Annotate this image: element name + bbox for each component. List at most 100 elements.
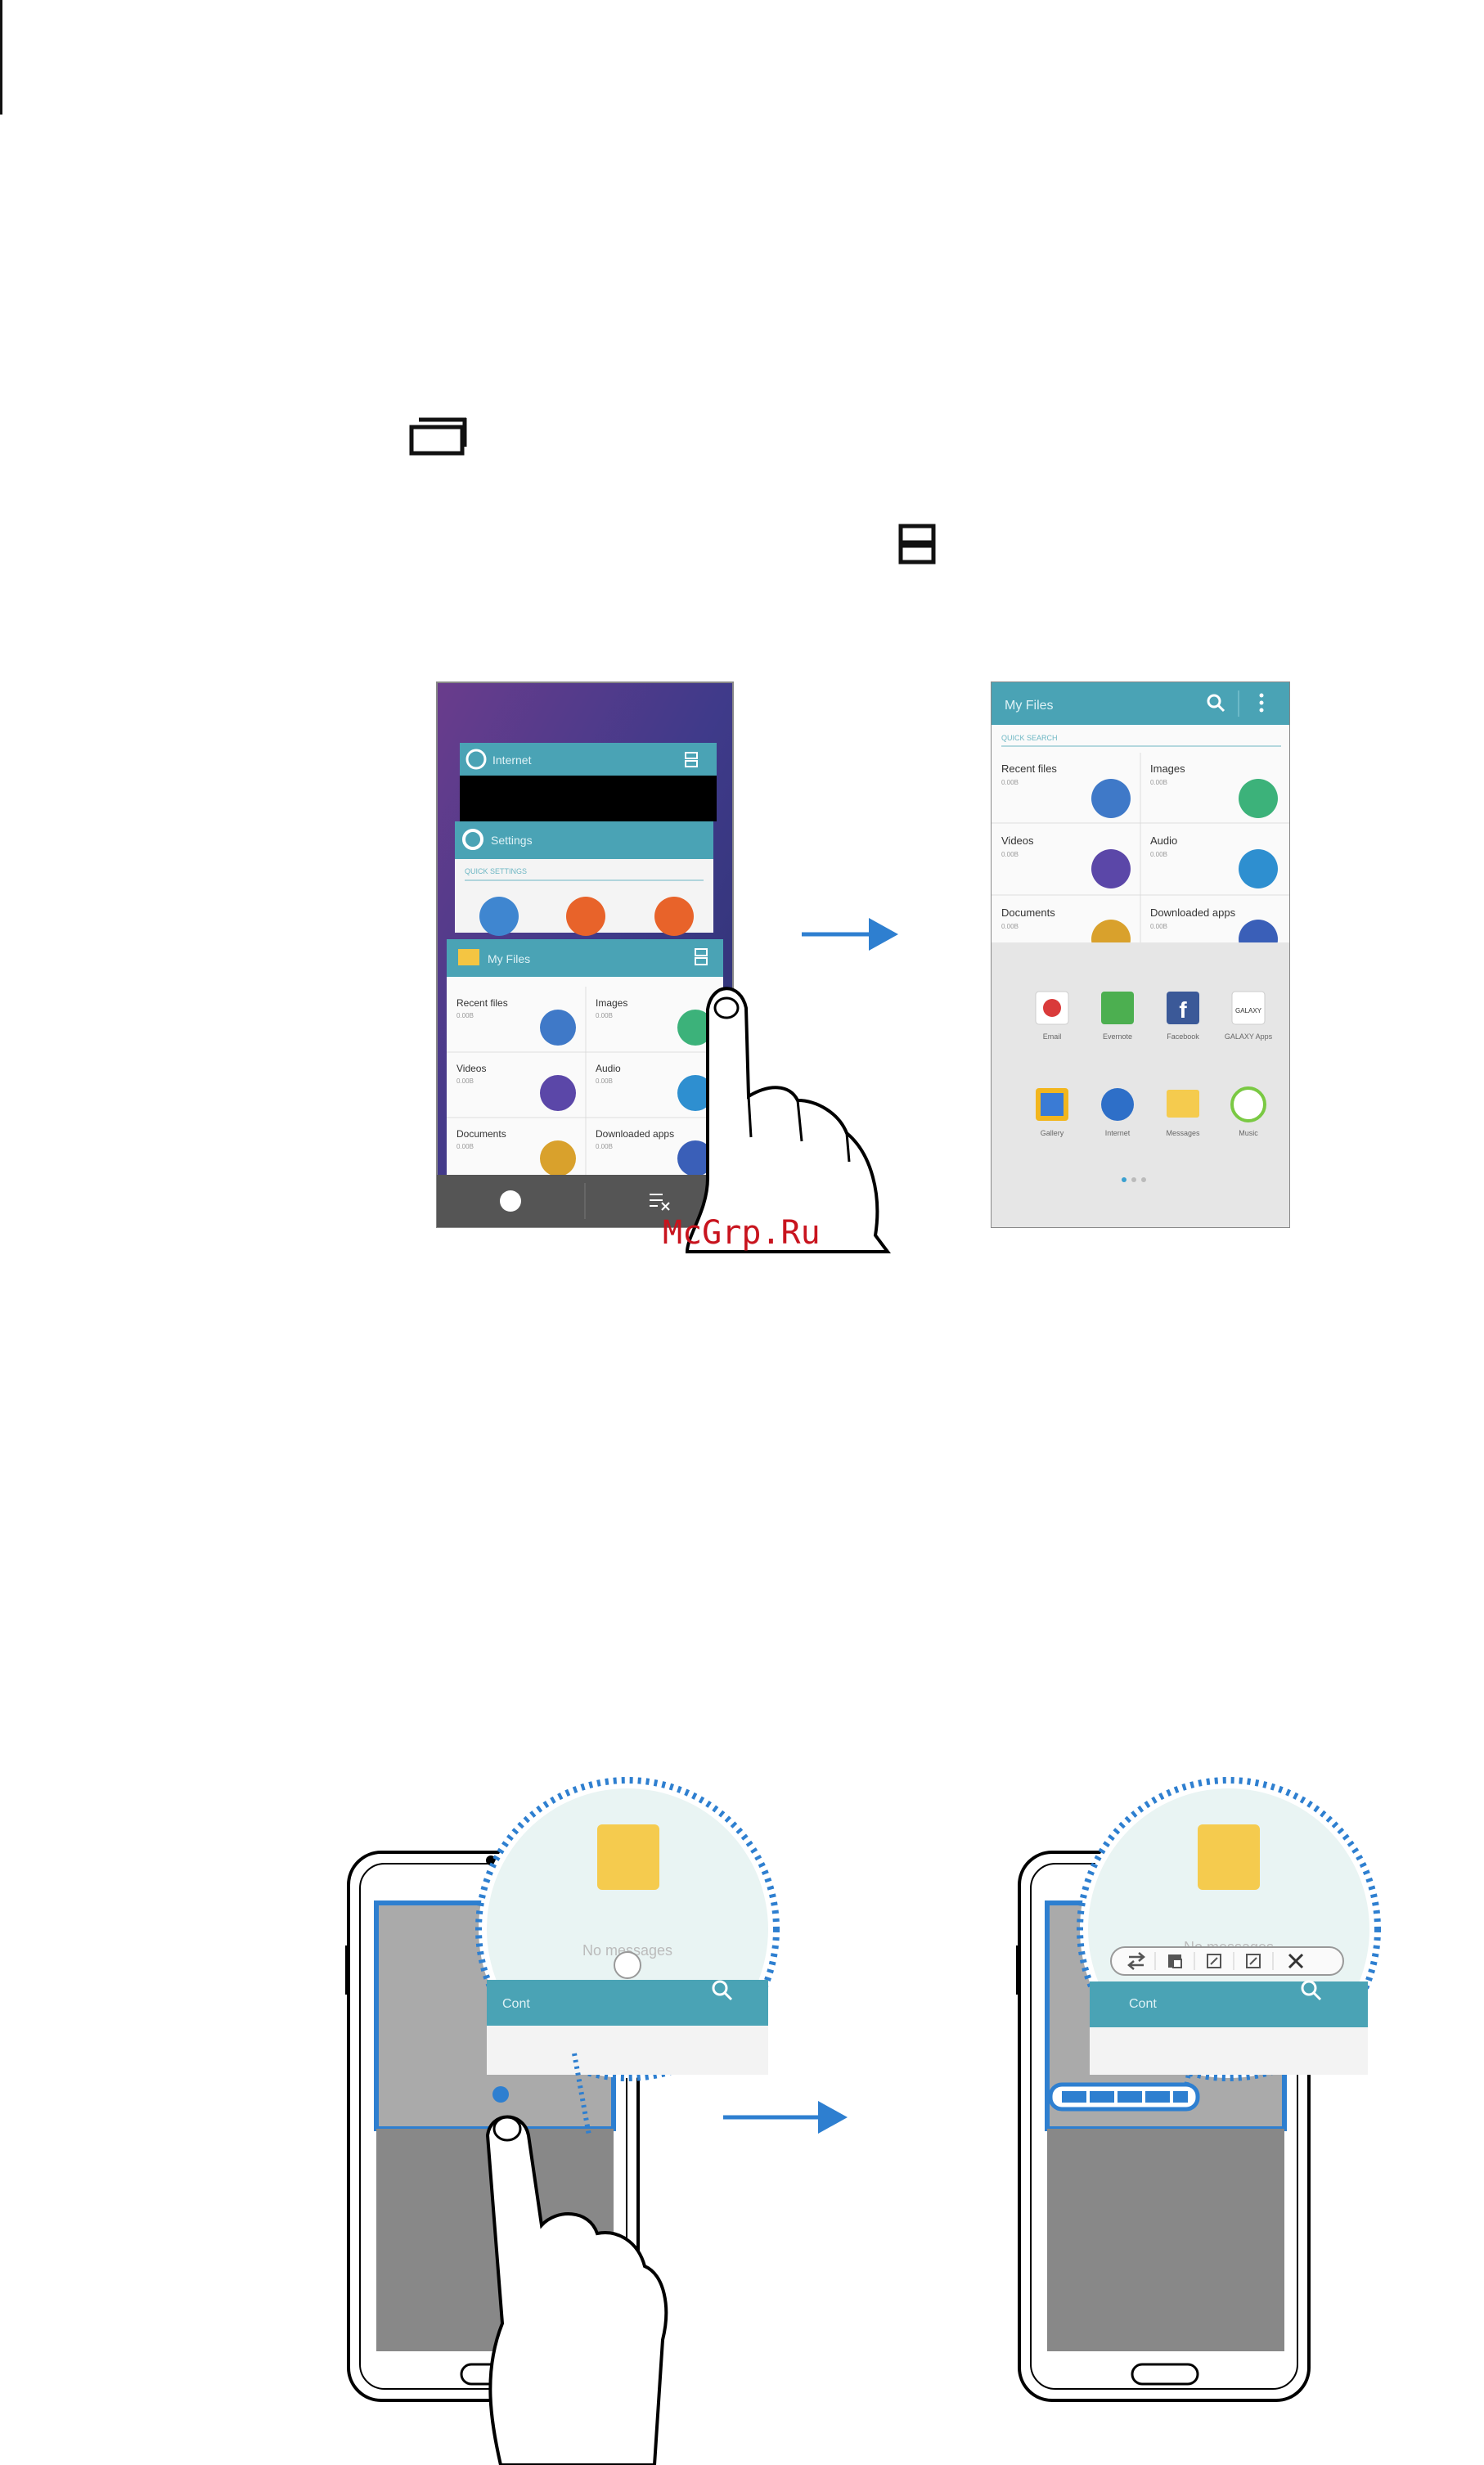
quick-search-label: QUICK SEARCH bbox=[1001, 734, 1058, 742]
app-email[interactable]: Email bbox=[1035, 991, 1069, 1041]
svg-text:Evernote: Evernote bbox=[1103, 1032, 1132, 1041]
right-handset: No messages Cont bbox=[1016, 1777, 1381, 2402]
svg-text:Cont: Cont bbox=[502, 1997, 530, 2011]
top-figure: Internet Settings QUICK SETTINGS My File… bbox=[436, 681, 1290, 1253]
app-facebook[interactable]: f Facebook bbox=[1167, 992, 1199, 1041]
svg-text:0.00B: 0.00B bbox=[1001, 923, 1019, 930]
messages-envelope-icon bbox=[1198, 1824, 1260, 1890]
page-edge-line bbox=[0, 0, 2, 115]
card-internet[interactable]: Internet bbox=[460, 743, 717, 821]
card-myfiles[interactable]: My Files Recent files 0.00B Images 0.00B… bbox=[447, 939, 723, 1183]
search-icon[interactable] bbox=[1207, 694, 1225, 713]
left-handset: No messages Cont bbox=[345, 1777, 780, 2465]
app-music[interactable]: Music bbox=[1230, 1086, 1266, 1137]
split-view-icon bbox=[898, 524, 936, 565]
search-icon[interactable] bbox=[1301, 1980, 1322, 2001]
app-internet[interactable]: Internet bbox=[1101, 1088, 1134, 1137]
svg-text:0.00B: 0.00B bbox=[1001, 779, 1019, 786]
svg-text:Gallery: Gallery bbox=[1041, 1129, 1064, 1137]
close-icon[interactable] bbox=[1288, 1953, 1304, 1969]
split-view-small-icon[interactable] bbox=[685, 752, 698, 767]
svg-text:0.00B: 0.00B bbox=[1150, 851, 1167, 858]
left-file-images: Images bbox=[596, 997, 627, 1009]
recent-icon bbox=[540, 1010, 576, 1046]
galaxy-badge: GALAXY bbox=[1235, 1007, 1262, 1014]
recents-bottom-bar bbox=[437, 1175, 733, 1227]
audio-icon bbox=[677, 1075, 713, 1111]
svg-text:Messages: Messages bbox=[1166, 1129, 1200, 1137]
maximize-window-icon[interactable] bbox=[1246, 1954, 1261, 1968]
swap-windows-icon[interactable] bbox=[1127, 1952, 1145, 1970]
recent-apps-icon bbox=[409, 417, 467, 456]
myfiles-title: My Files bbox=[1005, 699, 1054, 713]
svg-text:0.00B: 0.00B bbox=[1150, 779, 1167, 786]
close-all-icon[interactable] bbox=[650, 1194, 670, 1211]
search-icon[interactable] bbox=[712, 1980, 733, 2001]
app-gallery[interactable]: Gallery bbox=[1036, 1088, 1068, 1137]
svg-text:0.00B: 0.00B bbox=[596, 1077, 613, 1085]
svg-text:Cont: Cont bbox=[1129, 1997, 1157, 2011]
watermark-text: McGrp.Ru bbox=[663, 1214, 821, 1252]
left-phone-screen: Internet Settings QUICK SETTINGS My File… bbox=[436, 681, 891, 1253]
svg-text:Music: Music bbox=[1239, 1129, 1258, 1137]
app-evernote[interactable]: Evernote bbox=[1101, 992, 1134, 1041]
messages-envelope-icon bbox=[597, 1824, 659, 1890]
app-messages[interactable]: Messages bbox=[1166, 1090, 1200, 1137]
window-handle-circle[interactable] bbox=[614, 1951, 641, 1979]
left-file-documents: Documents bbox=[456, 1128, 506, 1140]
finger-hand bbox=[685, 987, 891, 1253]
drag-content-icon[interactable] bbox=[1168, 1954, 1182, 1968]
bottom-window bbox=[1047, 2129, 1284, 2351]
split-window-toolbar bbox=[1110, 1946, 1344, 1976]
svg-text:GALAXY Apps: GALAXY Apps bbox=[1225, 1032, 1273, 1041]
no-messages-text: No messages bbox=[582, 1942, 672, 1959]
left-file-downloaded: Downloaded apps bbox=[596, 1128, 674, 1140]
svg-text:0.00B: 0.00B bbox=[1001, 851, 1019, 858]
task-manager-icon[interactable] bbox=[500, 1190, 521, 1212]
right-phone-screen: My Files QUICK SEARCH Recent files 0.00B… bbox=[991, 681, 1290, 1228]
display-icon bbox=[654, 897, 694, 936]
right-file-audio: Audio bbox=[1150, 834, 1177, 847]
right-file-images: Images bbox=[1150, 762, 1185, 775]
svg-text:f: f bbox=[1179, 997, 1187, 1023]
bottom-figure: No messages Cont bbox=[345, 1777, 1381, 2465]
left-file-videos: Videos bbox=[456, 1063, 486, 1074]
image-icon bbox=[677, 1010, 713, 1046]
document-icon bbox=[540, 1140, 576, 1176]
card-settings[interactable]: Settings QUICK SETTINGS bbox=[455, 821, 713, 936]
audio-icon bbox=[1239, 849, 1278, 888]
right-file-documents: Documents bbox=[1001, 906, 1055, 919]
sound-icon bbox=[566, 897, 605, 936]
right-arrow-icon bbox=[802, 918, 898, 951]
finger-hand bbox=[485, 2115, 668, 2465]
card-internet-title: Internet bbox=[492, 753, 532, 767]
svg-text:0.00B: 0.00B bbox=[1150, 923, 1167, 930]
svg-text:Internet: Internet bbox=[1105, 1129, 1131, 1137]
svg-text:0.00B: 0.00B bbox=[596, 1143, 613, 1150]
card-settings-title: Settings bbox=[491, 834, 533, 847]
data-usage-icon bbox=[479, 897, 519, 936]
images-icon bbox=[1239, 779, 1278, 818]
recent-files-icon bbox=[1091, 779, 1131, 818]
left-file-audio: Audio bbox=[596, 1063, 621, 1074]
svg-text:0.00B: 0.00B bbox=[456, 1143, 474, 1150]
card-myfiles-title: My Files bbox=[488, 952, 530, 965]
svg-text:0.00B: 0.00B bbox=[596, 1012, 613, 1019]
minimize-window-icon[interactable] bbox=[1207, 1954, 1221, 1968]
myfiles-app-bar bbox=[992, 682, 1289, 725]
left-file-recent: Recent files bbox=[456, 997, 508, 1009]
svg-text:Facebook: Facebook bbox=[1167, 1032, 1199, 1041]
quick-settings-label: QUICK SETTINGS bbox=[465, 867, 527, 875]
home-button bbox=[1131, 2363, 1199, 2386]
right-file-videos: Videos bbox=[1001, 834, 1034, 847]
page-indicator bbox=[1122, 1177, 1146, 1182]
more-options-icon[interactable] bbox=[1259, 693, 1264, 713]
right-file-downloaded: Downloaded apps bbox=[1150, 906, 1236, 919]
svg-text:0.00B: 0.00B bbox=[456, 1012, 474, 1019]
folder-icon bbox=[458, 949, 479, 965]
app-galaxy-apps[interactable]: GALAXY GALAXY Apps bbox=[1225, 991, 1273, 1041]
right-file-recent: Recent files bbox=[1001, 762, 1057, 775]
svg-text:Email: Email bbox=[1043, 1032, 1062, 1041]
window-controls-strip[interactable] bbox=[1048, 2082, 1200, 2112]
internet-icon bbox=[465, 749, 487, 770]
